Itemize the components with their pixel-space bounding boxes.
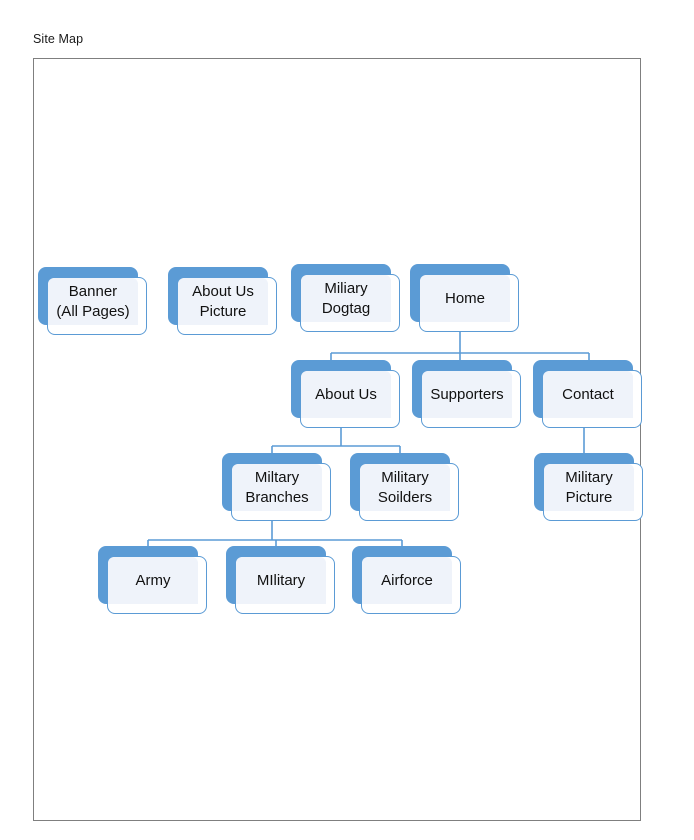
node-label: Military Picture bbox=[565, 468, 613, 506]
node-military[interactable]: MIlitary bbox=[226, 546, 335, 614]
node-label: Miltary Branches bbox=[245, 468, 309, 506]
node-contact[interactable]: Contact bbox=[533, 360, 642, 428]
node-label: Miliary Dogtag bbox=[321, 279, 371, 317]
node-fill bbox=[420, 275, 510, 322]
node-fill bbox=[543, 371, 633, 418]
node-supporters[interactable]: Supporters bbox=[412, 360, 521, 428]
node-fill bbox=[108, 557, 198, 604]
node-miliary-dogtag[interactable]: Miliary Dogtag bbox=[291, 264, 400, 332]
node-fill bbox=[301, 275, 391, 322]
node-fill bbox=[232, 464, 322, 511]
node-label: Contact bbox=[562, 386, 614, 403]
node-airforce[interactable]: Airforce bbox=[352, 546, 461, 614]
node-label: Home bbox=[444, 290, 485, 307]
node-about-us-picture[interactable]: About Us Picture bbox=[168, 267, 277, 335]
node-home[interactable]: Home bbox=[410, 264, 519, 332]
node-label: Supporters bbox=[430, 386, 504, 403]
node-fill bbox=[362, 557, 452, 604]
node-army[interactable]: Army bbox=[98, 546, 207, 614]
node-fill bbox=[178, 278, 268, 325]
node-label: About Us Picture bbox=[192, 282, 254, 320]
node-label: Army bbox=[135, 572, 171, 589]
node-fill bbox=[544, 464, 634, 511]
node-military-picture[interactable]: Military Picture bbox=[534, 453, 643, 521]
node-fill bbox=[422, 371, 512, 418]
page-title: Site Map bbox=[33, 32, 84, 46]
node-label: MIlitary bbox=[256, 572, 306, 589]
node-about-us[interactable]: About Us bbox=[291, 360, 400, 428]
node-label: Military Soilders bbox=[377, 468, 433, 506]
page-border-frame bbox=[33, 58, 641, 821]
node-fill bbox=[301, 371, 391, 418]
node-fill bbox=[236, 557, 326, 604]
node-fill bbox=[48, 278, 138, 325]
node-military-soilders[interactable]: Military Soilders bbox=[350, 453, 459, 521]
node-banner[interactable]: Banner (All Pages) bbox=[38, 267, 147, 335]
node-miltary-branches[interactable]: Miltary Branches bbox=[222, 453, 331, 521]
node-label: Banner (All Pages) bbox=[56, 282, 130, 320]
node-label: Airforce bbox=[381, 572, 433, 589]
node-fill bbox=[360, 464, 450, 511]
node-label: About Us bbox=[315, 386, 377, 403]
